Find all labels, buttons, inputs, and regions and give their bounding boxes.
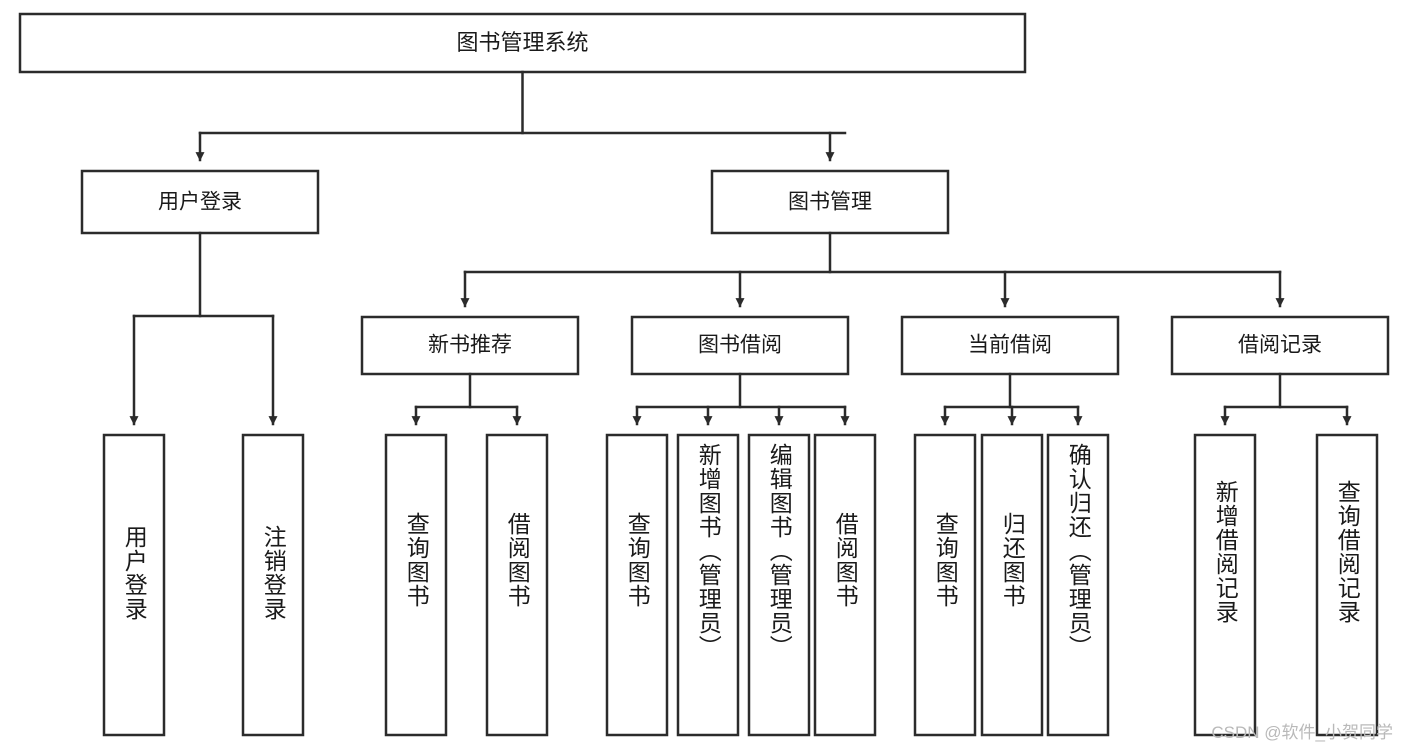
leaf-box-cur-return[interactable] <box>980 433 1044 737</box>
leaf-box-rec-search[interactable] <box>1315 433 1379 737</box>
leaf-box-borrow-do[interactable] <box>813 433 877 737</box>
node-current-borrow-label: 当前借阅 <box>968 334 1052 357</box>
leaf-box-borrow-add[interactable] <box>676 433 740 737</box>
connector-current-borrow-to-leaves <box>940 372 1083 426</box>
node-book-manage-label: 图书管理 <box>788 191 872 214</box>
node-root[interactable]: 图书管理系统 <box>18 12 1027 74</box>
node-book-borrow[interactable]: 图书借阅 <box>630 315 850 376</box>
node-user-login-box <box>80 169 320 235</box>
csdn-watermark: CSDN @软件_小贺同学 <box>1211 723 1393 742</box>
connector-user-login-to-leaves <box>129 231 278 426</box>
node-new-book-rec[interactable]: 新书推荐 <box>360 315 580 376</box>
leaf-box-cur-confirm[interactable] <box>1046 433 1110 737</box>
node-borrow-record-label: 借阅记录 <box>1238 334 1322 357</box>
leaf-box-user-logout[interactable] <box>241 433 305 737</box>
leaf-boxes <box>102 433 1379 737</box>
node-book-borrow-label: 图书借阅 <box>698 334 782 357</box>
leaf-box-cur-query[interactable] <box>913 433 977 737</box>
node-root-box <box>18 12 1027 74</box>
connector-borrow-record-to-leaves <box>1220 372 1352 426</box>
node-user-login[interactable]: 用户登录 <box>80 169 320 235</box>
leaf-box-rec-add[interactable] <box>1193 433 1257 737</box>
node-user-login-label: 用户登录 <box>158 191 242 214</box>
node-borrow-record[interactable]: 借阅记录 <box>1170 315 1390 376</box>
leaf-box-rec-query[interactable] <box>384 433 448 737</box>
connector-book-borrow-to-leaves <box>632 372 850 426</box>
leaf-box-borrow-edit[interactable] <box>747 433 811 737</box>
connector-book-manage-to-level3 <box>460 231 1285 308</box>
connector-root-to-level2 <box>195 70 847 162</box>
node-current-borrow-box <box>900 315 1120 376</box>
node-root-label: 图书管理系统 <box>456 30 588 55</box>
leaf-box-rec-borrow[interactable] <box>485 433 549 737</box>
connector-new-book-rec-to-leaves <box>411 372 522 426</box>
leaf-box-user-login[interactable] <box>102 433 166 737</box>
leaf-box-borrow-query[interactable] <box>605 433 669 737</box>
node-current-borrow[interactable]: 当前借阅 <box>900 315 1120 376</box>
node-new-book-rec-box <box>360 315 580 376</box>
node-new-book-rec-label: 新书推荐 <box>428 334 512 357</box>
node-book-manage[interactable]: 图书管理 <box>710 169 950 235</box>
